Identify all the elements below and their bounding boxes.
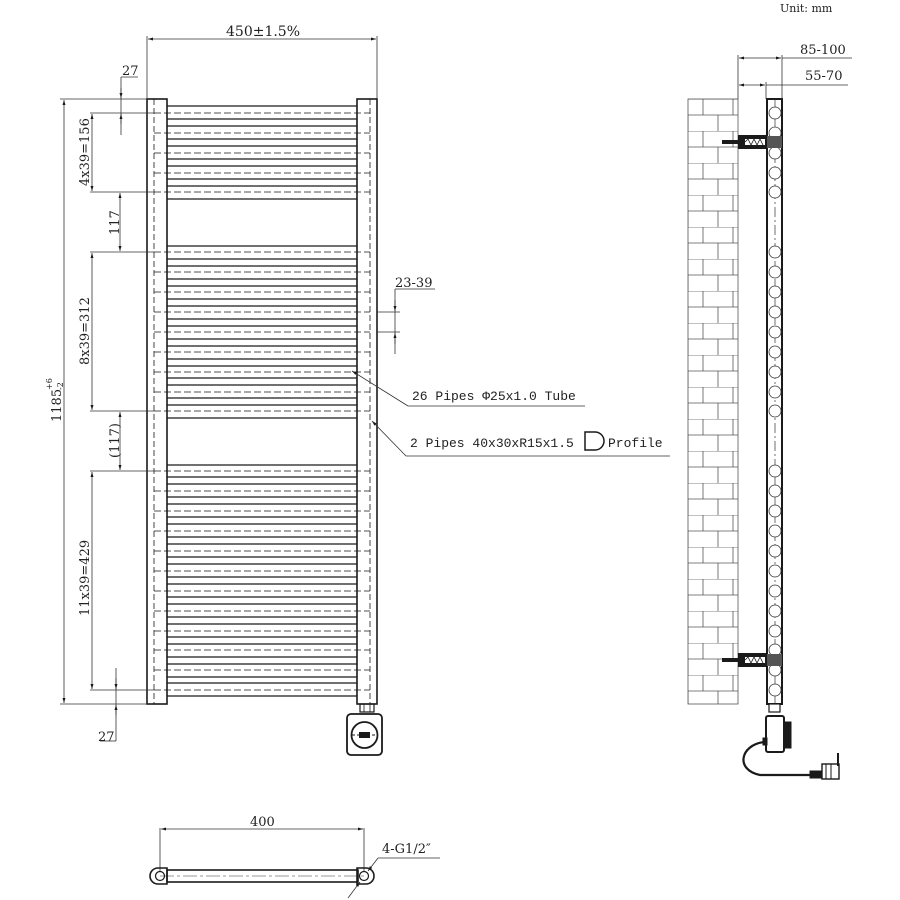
height-tolerance-upper: +6 — [45, 378, 54, 390]
centers-dimension: 400 — [250, 815, 275, 830]
power-cable — [742, 740, 812, 777]
pipe-centerlines-2 — [154, 251, 370, 412]
front-view — [146, 98, 383, 756]
profile-callout-suffix: Profile — [608, 436, 663, 451]
tube-sections — [768, 106, 782, 697]
left-rail — [146, 98, 168, 705]
depth-outer-dimension: 85-100 — [800, 43, 846, 58]
top-wall-bracket — [722, 135, 782, 149]
profile-callout: 2 Pipes 40x30xR15x1.5 — [410, 436, 574, 451]
side-heating-element — [742, 703, 840, 780]
group2-dimension: 8x39=312 — [78, 297, 93, 365]
dial-icon — [350, 721, 379, 749]
depth-inner-dimension: 55-70 — [805, 69, 842, 84]
right-inlet — [356, 867, 375, 885]
gap2-dimension: (117) — [108, 423, 123, 458]
pipes-callout: 26 Pipes Φ25x1.0 Tube — [412, 389, 576, 404]
height-dimension-main: 1185 — [50, 389, 65, 422]
brick-wall — [687, 98, 739, 705]
plug-icon — [809, 770, 823, 779]
bottom-offset-dimension: 27 — [98, 730, 115, 745]
group3-dimension: 11x39=429 — [78, 540, 93, 616]
height-dimension: 1185 +6 -2 — [45, 378, 65, 422]
side-view: 85-100 55-70 — [687, 43, 852, 780]
gap1-dimension: 117 — [108, 210, 123, 235]
pipe-centerlines-3 — [154, 470, 370, 691]
width-dimension: 450±1.5% — [226, 24, 300, 40]
heating-element — [346, 703, 383, 756]
pipe-spacing-dimension: 23-39 — [395, 276, 432, 291]
d-profile-icon — [584, 431, 605, 451]
pipe-group-3 — [167, 464, 357, 697]
left-inlet — [149, 867, 168, 885]
connection-label: 4-G1/2″ — [382, 842, 431, 857]
bottom-wall-bracket — [722, 653, 782, 667]
height-tolerance-lower: -2 — [56, 382, 65, 390]
group1-dimension: 4x39=156 — [78, 118, 93, 186]
bottom-view — [149, 827, 440, 899]
pipe-centerlines-1 — [154, 112, 370, 193]
right-rail — [356, 98, 378, 705]
pipe-group-2 — [167, 245, 357, 419]
front-dimensions — [60, 36, 670, 742]
top-offset-dimension: 27 — [122, 64, 139, 79]
side-dimensions — [737, 55, 852, 99]
pipe-group-1 — [167, 105, 357, 200]
unit-label: Unit: mm — [780, 2, 833, 15]
thermostat-box — [346, 713, 383, 756]
